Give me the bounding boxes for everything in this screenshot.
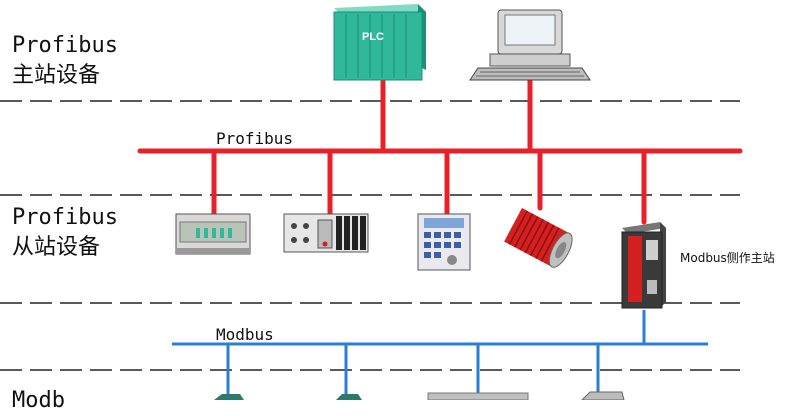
plc-device: PLC bbox=[333, 4, 426, 81]
gateway-device bbox=[621, 222, 666, 309]
modbus-bus-label: Modbus bbox=[216, 325, 274, 344]
tier-label-modbus-slave: Modb bbox=[12, 386, 65, 416]
tier-slave-line2: 从站设备 bbox=[12, 235, 101, 260]
pc-device bbox=[469, 9, 591, 81]
plc-label: PLC bbox=[362, 31, 384, 43]
modbus-slave-1 bbox=[214, 394, 244, 400]
modbus-slave-3 bbox=[427, 392, 529, 400]
tier-master-line2: 主站设备 bbox=[12, 63, 101, 88]
tier-slave-line1: Profibus bbox=[12, 205, 118, 230]
tier-label-master: Profibus 主站设备 bbox=[12, 31, 118, 91]
modbus-slave-devices bbox=[214, 391, 625, 400]
profibus-bus bbox=[137, 77, 743, 225]
network-diagram: PLC bbox=[0, 4, 743, 400]
modbus-slave-2 bbox=[336, 394, 362, 400]
modbus-bus bbox=[172, 310, 708, 400]
modbus-slave-4 bbox=[581, 391, 625, 400]
slave-device-1 bbox=[175, 213, 251, 255]
tier-modbus-line1: Modb bbox=[12, 388, 65, 413]
tier-separators bbox=[0, 100, 740, 371]
gateway-label: Modbus侧作主站 bbox=[680, 251, 775, 265]
slave-device-3 bbox=[417, 213, 471, 271]
tier-master-line1: Profibus bbox=[12, 33, 118, 58]
slave-device-2 bbox=[283, 213, 369, 253]
profibus-bus-label: Profibus bbox=[216, 129, 294, 148]
tier-label-slave: Profibus 从站设备 bbox=[12, 203, 118, 263]
slave-device-4 bbox=[504, 208, 573, 268]
